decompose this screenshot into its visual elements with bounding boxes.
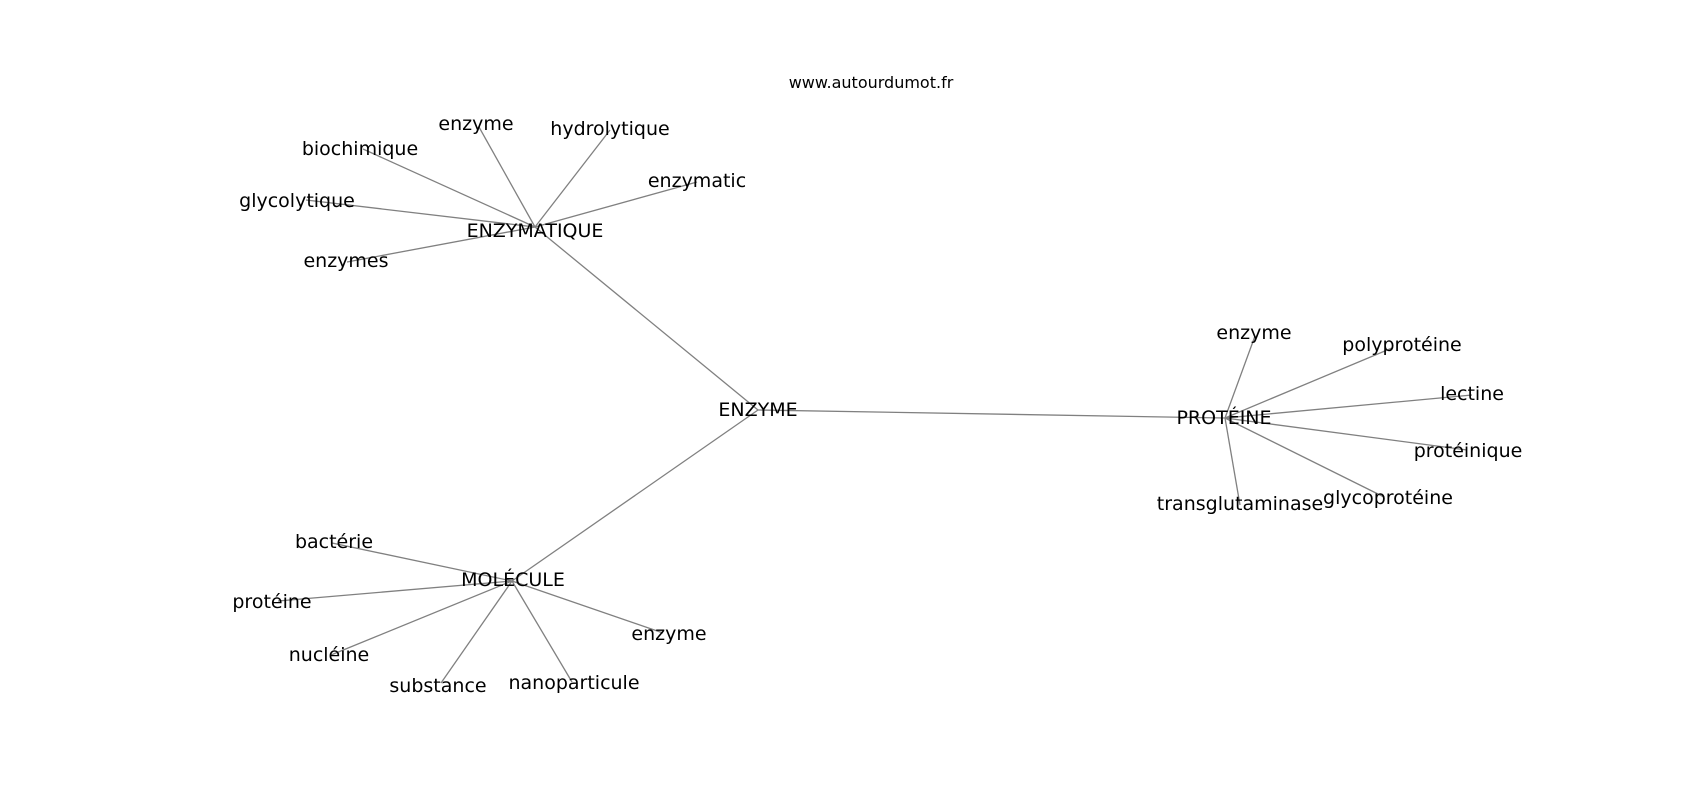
edge-enzymatique-biochimique — [362, 148, 536, 228]
hub-node-molecule: MOLÉCULE — [461, 568, 565, 591]
edge-molecule-proteine — [277, 580, 513, 602]
leaf-node-glycoproteine: glycoprotéine — [1323, 487, 1453, 509]
edge-enzymatique-enzymes — [346, 226, 536, 263]
edge-enzymatique-enzyme — [478, 126, 536, 228]
edge-proteine-glycoproteine — [1224, 417, 1385, 498]
edge-center-proteine — [757, 409, 1226, 419]
leaf-node-biochimique: biochimique — [302, 138, 418, 160]
leaf-node-glycolytique: glycolytique — [239, 190, 355, 212]
leaf-node-nucleine: nucléine — [289, 644, 370, 666]
edge-molecule-enzyme — [511, 580, 664, 634]
leaf-node-enzymes: enzymes — [303, 250, 388, 272]
leaf-node-proteine: protéine — [232, 591, 311, 613]
leaf-node-bacterie: bactérie — [295, 531, 373, 553]
center-node: ENZYME — [718, 399, 797, 421]
edge-enzymatique-hydrolytique — [534, 129, 611, 228]
edge-center-molecule — [511, 409, 759, 582]
edge-proteine-enzyme — [1224, 335, 1256, 419]
edge-enzymatique-enzymatic — [534, 181, 698, 228]
edge-proteine-proteinique — [1224, 417, 1468, 451]
edge-molecule-bacterie — [331, 542, 513, 582]
edge-molecule-nanoparticule — [511, 580, 573, 683]
hub-node-proteine: PROTÉINE — [1176, 406, 1271, 429]
edge-molecule-nucleine — [330, 580, 513, 656]
leaf-node-enzyme: enzyme — [438, 113, 513, 135]
leaf-node-proteinique: protéinique — [1414, 440, 1523, 462]
leaf-node-lectine: lectine — [1440, 383, 1504, 405]
leaf-node-enzyme: enzyme — [1216, 322, 1291, 344]
leaf-node-substance: substance — [389, 675, 486, 697]
site-label: www.autourdumot.fr — [789, 73, 954, 92]
leaf-node-enzyme: enzyme — [631, 623, 706, 645]
edge-proteine-transglutaminase — [1224, 417, 1241, 506]
leaf-node-polyproteine: polyprotéine — [1342, 334, 1461, 356]
leaf-node-transglutaminase: transglutaminase — [1157, 493, 1323, 515]
edge-enzymatique-glycolytique — [305, 199, 536, 228]
edge-center-enzymatique — [534, 226, 759, 411]
leaf-node-enzymatic: enzymatic — [648, 170, 746, 192]
hub-node-enzymatique: ENZYMATIQUE — [467, 220, 604, 242]
edge-molecule-substance — [440, 580, 513, 684]
leaf-node-nanoparticule: nanoparticule — [508, 672, 639, 694]
edge-proteine-lectine — [1224, 394, 1473, 419]
edge-proteine-polyproteine — [1224, 347, 1393, 419]
leaf-node-hydrolytique: hydrolytique — [550, 118, 669, 140]
